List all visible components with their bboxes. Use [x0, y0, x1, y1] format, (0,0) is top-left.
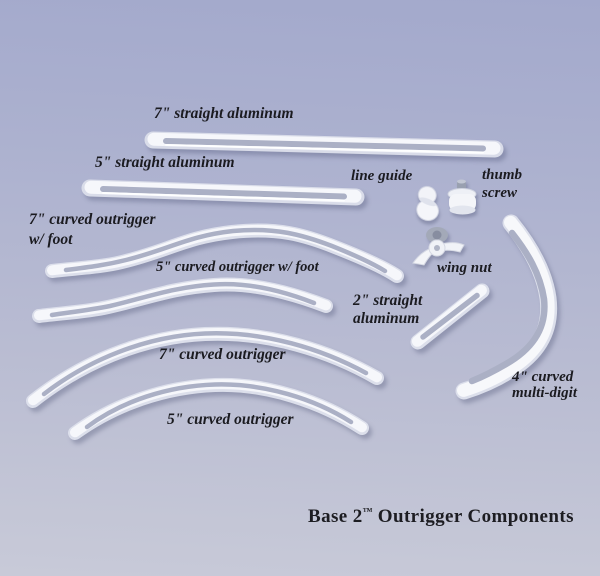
caption-rest: Outrigger Components — [372, 506, 574, 527]
part-7in-curved-outrigger — [26, 326, 384, 408]
part-5in-curved-outrigger-with-foot — [32, 277, 333, 323]
part-7in-curved-outrigger-with-foot — [45, 223, 404, 283]
part-5in-straight-aluminum — [81, 179, 365, 206]
label-2in-straight-line2: aluminum — [353, 310, 420, 327]
label-2in-straight-line1: 2" straight — [353, 292, 423, 309]
part-2in-straight-aluminum — [410, 283, 490, 350]
label-wing-nut: wing nut — [437, 260, 492, 276]
part-5in-curved-outrigger — [68, 377, 369, 440]
label-7in-straight-aluminum: 7" straight aluminum — [154, 105, 294, 122]
part-7in-straight-aluminum — [144, 131, 504, 158]
label-4in-curved-line1: 4" curved — [512, 369, 574, 385]
label-2in-straight-aluminum: 2" straight aluminum — [353, 292, 422, 328]
label-5in-curved-outrigger: 5" curved outrigger — [167, 411, 294, 428]
label-7in-curved-outrigger: 7" curved outrigger — [159, 346, 286, 363]
label-7in-curved-foot-line2: w/ foot — [29, 231, 73, 248]
trademark-symbol: ™ — [362, 506, 373, 518]
label-5in-curved-outrigger-with-foot: 5" curved outrigger w/ foot — [156, 259, 319, 275]
label-thumb-screw-line2: screw — [482, 185, 517, 201]
part-4in-curved-multi-digit — [455, 214, 558, 400]
label-4in-curved-line2: multi-digit — [512, 385, 578, 401]
part-line-guide — [416, 186, 439, 221]
caption-brand: Base 2 — [308, 506, 363, 527]
caption: Base 2™ Outrigger Components — [308, 506, 574, 528]
label-5in-straight-aluminum: 5" straight aluminum — [95, 154, 235, 171]
label-line-guide: line guide — [351, 168, 413, 184]
part-wing-nut — [412, 227, 465, 266]
label-thumb-screw-line1: thumb — [482, 167, 523, 183]
label-4in-curved-multi-digit: 4" curved multi-digit — [512, 369, 577, 401]
label-thumb-screw: thumb screw — [482, 166, 522, 202]
label-7in-curved-outrigger-with-foot: 7" curved outrigger w/ foot — [29, 210, 156, 250]
label-7in-curved-foot-line1: 7" curved outrigger — [29, 211, 156, 228]
part-thumb-screw — [447, 179, 477, 215]
